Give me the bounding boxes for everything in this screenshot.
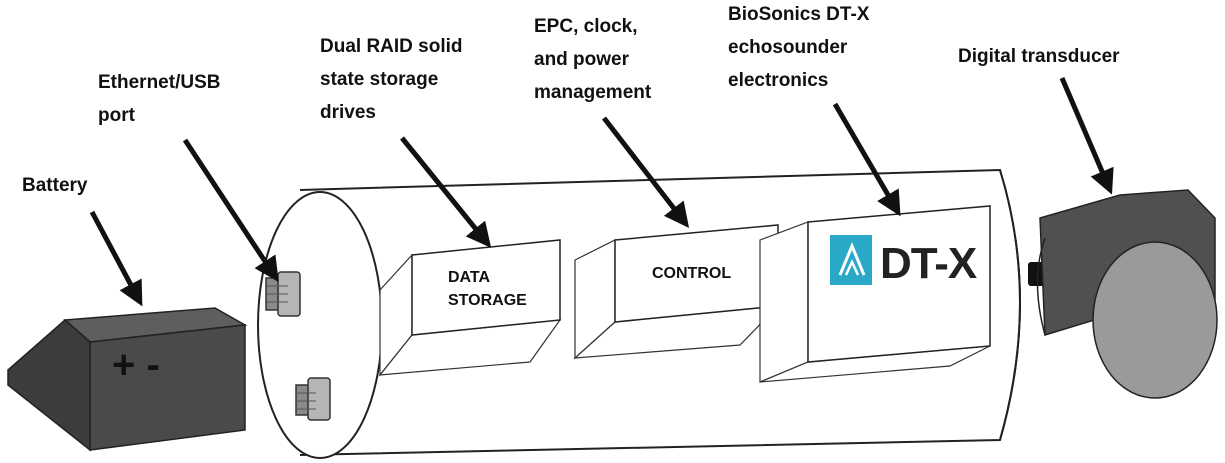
biosonics-logo: DT-X xyxy=(830,235,978,288)
transducer-label: Digital transducer xyxy=(958,46,1120,67)
epc-arrow xyxy=(602,116,690,228)
biosonics-logo-mark xyxy=(830,235,872,285)
data-storage-label-2: STORAGE xyxy=(448,292,527,309)
battery-terminals-label: + - xyxy=(112,343,160,387)
control-label: CONTROL xyxy=(652,265,731,282)
epc-label-1: EPC, clock, xyxy=(534,16,638,37)
battery-label: Battery xyxy=(22,175,88,196)
storage-label-2: state storage xyxy=(320,69,438,90)
ethernet-label-2: port xyxy=(98,105,136,126)
control-module: CONTROL xyxy=(573,224,780,360)
digital-transducer xyxy=(1028,189,1218,399)
transducer-arrow xyxy=(1059,77,1114,195)
data-storage-module: DATA STORAGE xyxy=(378,239,562,377)
ethernet-arrow xyxy=(182,138,279,283)
biosonics-label-3: electronics xyxy=(728,70,828,91)
epc-label-3: management xyxy=(534,82,652,103)
battery-side-face xyxy=(7,319,91,452)
dtx-electronics-module: DT-X xyxy=(759,205,991,383)
storage-label-3: drives xyxy=(320,102,376,123)
transducer-face xyxy=(1092,241,1218,399)
battery: + - xyxy=(7,307,248,452)
biosonics-arrow xyxy=(832,102,901,217)
biosonics-label-2: echosounder xyxy=(728,37,848,58)
storage-arrow xyxy=(400,136,492,248)
battery-arrow xyxy=(89,210,143,307)
ethernet-usb-port xyxy=(265,271,301,317)
cylinder-far-end xyxy=(999,169,1021,441)
data-storage-label-1: DATA xyxy=(448,269,491,286)
secondary-port xyxy=(295,377,331,421)
ethernet-label-1: Ethernet/USB xyxy=(98,72,220,93)
storage-label-1: Dual RAID solid xyxy=(320,36,463,57)
dtx-logo-text: DT-X xyxy=(880,239,977,288)
biosonics-label-1: BioSonics DT-X xyxy=(728,4,870,25)
epc-label-2: and power xyxy=(534,49,630,70)
